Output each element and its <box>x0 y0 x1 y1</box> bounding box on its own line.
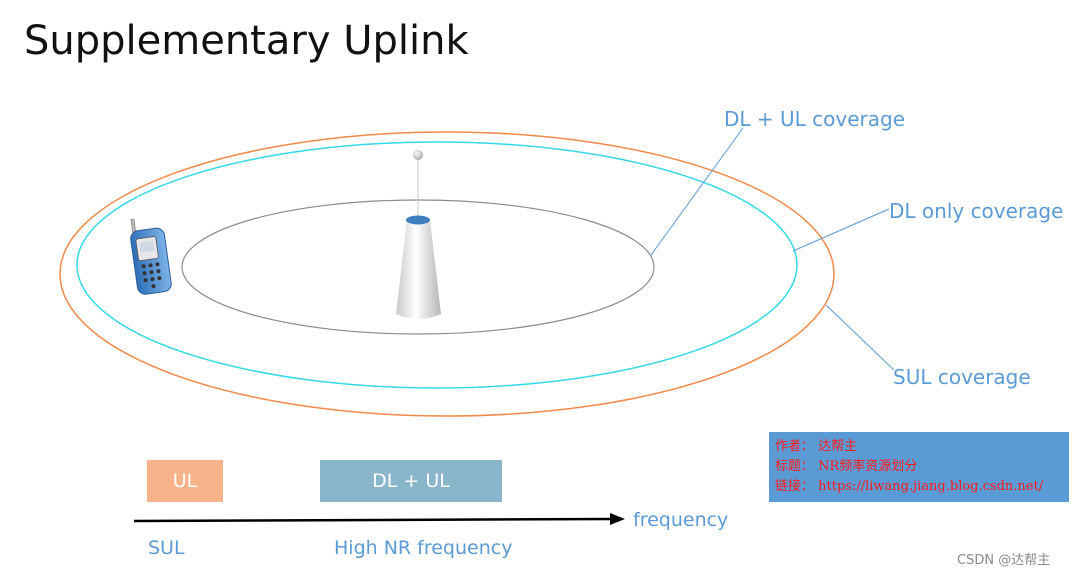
base-station-icon <box>396 150 441 319</box>
info-box: 作者： 达帮主 标题： NR频率资源划分 链接： https://liwang.… <box>769 432 1069 502</box>
dl-only-leader-line <box>792 208 890 252</box>
page-title: Supplementary Uplink <box>24 18 469 64</box>
mobile-phone-icon <box>130 218 172 295</box>
dl-ul-coverage-label: DL + UL coverage <box>724 107 906 131</box>
watermark: CSDN @达帮主 <box>957 553 1051 568</box>
info-author: 作者： 达帮主 <box>775 439 858 454</box>
dl-only-coverage-label: DL only coverage <box>889 199 1064 223</box>
info-title: 标题： NR频率资源划分 <box>775 459 918 474</box>
info-link: 链接： https://liwang.jiang.blog.csdn.net/ <box>775 479 1044 494</box>
sul-coverage-ring <box>59 131 835 417</box>
frequency-axis-label: frequency <box>633 509 729 531</box>
dl-ul-band: DL + UL <box>320 460 502 502</box>
ul-band: UL <box>147 460 223 502</box>
sul-leader-line <box>825 304 895 371</box>
dl-only-coverage-ring <box>76 141 798 389</box>
arrow-icon <box>133 513 625 525</box>
sul-coverage-label: SUL coverage <box>893 365 1031 389</box>
sul-band-label: SUL <box>148 537 185 559</box>
high-nr-frequency-label: High NR frequency <box>334 537 513 559</box>
dl-ul-leader-line <box>650 127 744 256</box>
